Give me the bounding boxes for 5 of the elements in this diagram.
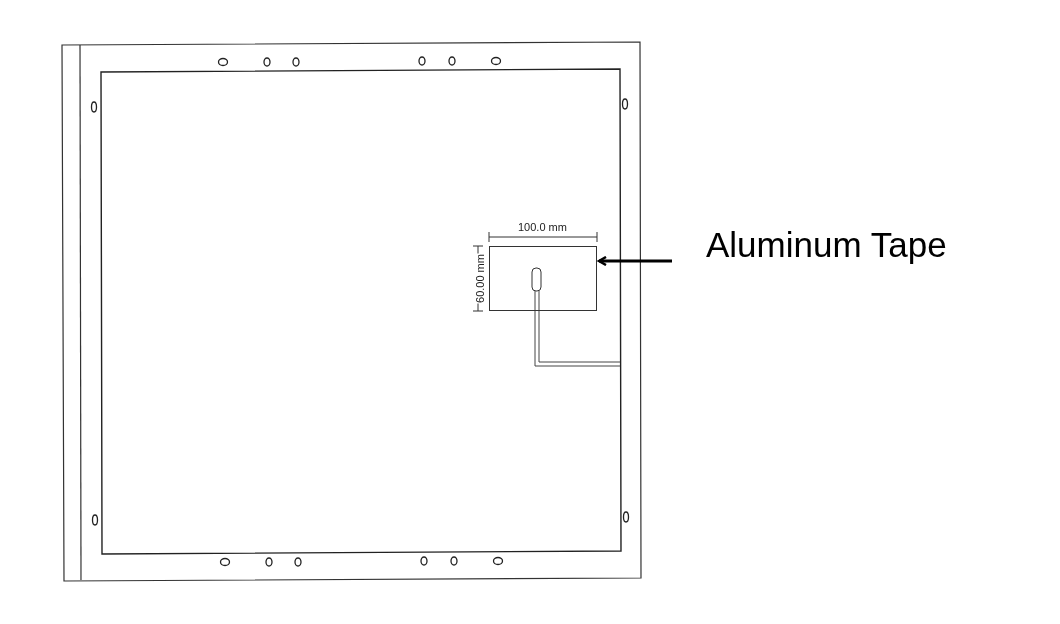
- arrow: [597, 255, 672, 267]
- callout-label: Aluminum Tape: [706, 221, 1000, 267]
- dimension-label: 100.0 mm: [517, 222, 568, 233]
- dimension-label: 60.00 mm: [474, 252, 486, 306]
- tape-rectangle: [489, 246, 597, 311]
